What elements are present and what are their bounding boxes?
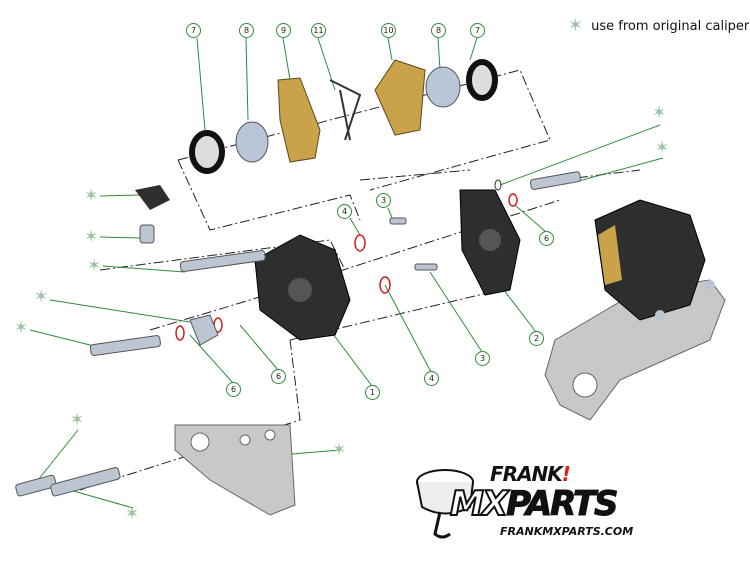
callout-11: 11 — [311, 23, 326, 38]
star-icon: ✶ — [84, 186, 99, 206]
callout-6: 6 — [226, 382, 241, 397]
piston-icon — [416, 469, 474, 539]
callout-6: 6 — [271, 369, 286, 384]
legend-text: use from original caliper — [591, 18, 750, 34]
legend: ✶ use from original caliper — [568, 17, 749, 35]
callout-8: 8 — [239, 23, 254, 38]
star-icon: ✶ — [652, 103, 667, 123]
star-icon: ✶ — [84, 227, 99, 247]
star-icon: ✶ — [87, 256, 102, 276]
star-icon: ✶ — [70, 410, 85, 430]
star-icon: ✶ — [568, 15, 584, 36]
callout-10: 10 — [381, 23, 396, 38]
callout-7: 7 — [470, 23, 485, 38]
piston-ring-left — [189, 130, 225, 174]
logo-parts: PARTS — [506, 484, 619, 524]
star-icon: ✶ — [34, 287, 49, 307]
callout-3: 3 — [475, 351, 490, 366]
logo-url: FRANKMXPARTS.COM — [500, 525, 634, 538]
star-icon: ✶ — [125, 504, 140, 524]
logo-exclaim: ! — [561, 462, 571, 486]
star-icon: ✶ — [655, 138, 670, 158]
logo-frank: FRANK — [490, 462, 563, 486]
callout-9: 9 — [276, 23, 291, 38]
callout-4: 4 — [337, 204, 352, 219]
piston-left — [235, 121, 269, 163]
frankmxparts-logo: FRANK! MXPARTS FRANKMXPARTS.COM — [410, 462, 710, 552]
callout-1: 1 — [365, 385, 380, 400]
callout-6: 6 — [539, 231, 554, 246]
callout-7: 7 — [186, 23, 201, 38]
star-icon: ✶ — [14, 318, 29, 338]
logo-mx: MX — [449, 484, 509, 524]
star-icon: ✶ — [332, 440, 347, 460]
callout-8: 8 — [431, 23, 446, 38]
callout-3: 3 — [376, 193, 391, 208]
callout-4: 4 — [424, 371, 439, 386]
callout-2: 2 — [529, 331, 544, 346]
